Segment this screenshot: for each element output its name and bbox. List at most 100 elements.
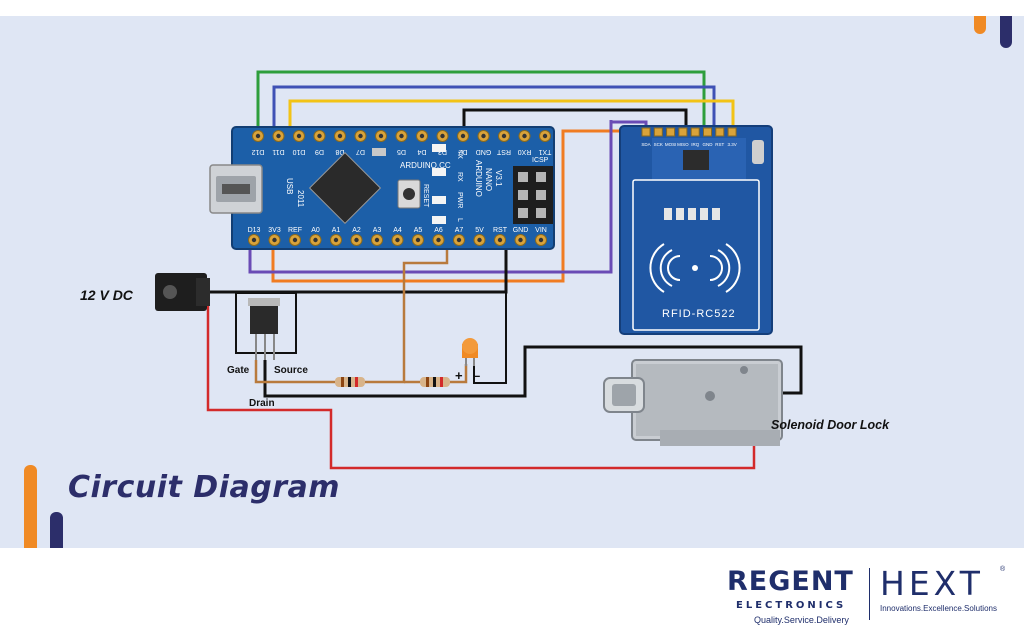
side-label-rx: RX: [456, 172, 463, 182]
reset-knob: [403, 188, 415, 200]
chip-text-1: ARDUINO.CC: [400, 161, 451, 170]
arduino-bottom-pin-label: A1: [332, 227, 341, 234]
rfid-label: RFID-RC522: [662, 308, 736, 320]
arduino-bottom-pin-hole: [436, 237, 441, 243]
side-label-pwr: PWR: [456, 192, 463, 208]
arduino-bottom-pin-label: A2: [352, 227, 361, 234]
source-label: Source: [274, 365, 308, 376]
rfid-pin-label: 3.3V: [727, 142, 736, 147]
status-led: [462, 338, 478, 366]
rfid-pin-pad: [690, 127, 700, 137]
diagram-title: Circuit Diagram: [68, 470, 341, 505]
led-tx: [432, 144, 446, 152]
led-rx: [432, 168, 446, 176]
arduino-bottom-pin-label: A3: [373, 227, 382, 234]
board-text-3: V3.1: [494, 170, 503, 187]
arduino-top-pin-hole: [358, 133, 363, 139]
icsp-label: ICSP: [532, 157, 549, 164]
wire-blue: [272, 85, 716, 138]
reset-label: RESET: [422, 184, 429, 208]
arduino-top-pin-label: D8: [335, 148, 344, 155]
led-pwr: [432, 196, 446, 204]
logo-separator: [869, 568, 870, 620]
arduino-bottom-pin-label: D13: [248, 227, 261, 234]
arduino-top-pin-hole: [317, 133, 322, 139]
arduino-bottom-pin-label: 3V3: [268, 227, 281, 234]
accent-bar-navy-left: [50, 512, 63, 548]
arduino-top-pin-hole: [378, 133, 384, 139]
rfid-pin-label: MISO: [677, 142, 689, 147]
arduino-bottom-pin-hole: [456, 237, 462, 243]
arduino-top-pin-label: RX0: [518, 148, 532, 155]
arduino-top-pin-label: D11: [272, 148, 284, 155]
arduino-top-pin-label: D10: [292, 148, 305, 155]
wire-black-gnd-top: [462, 108, 688, 136]
arduino-top-pin-hole: [337, 133, 343, 139]
hext-registered-mark: ®: [1000, 566, 1006, 573]
arduino-top-pin-hole: [419, 133, 425, 139]
regent-logo: REGENT: [727, 566, 854, 597]
rfid-pin-pad: [653, 127, 663, 137]
side-label-tx: TX: [456, 150, 463, 159]
arduino-bottom-pin-hole: [374, 237, 380, 243]
arduino-bottom-pin-label: VIN: [535, 227, 547, 234]
board-text-1: ARDUINO: [474, 160, 483, 197]
dc-jack: [155, 273, 210, 311]
arduino-top-pin-hole: [460, 133, 466, 139]
wire-purple-2: [248, 122, 613, 274]
wire-brown: [254, 240, 449, 384]
arduino-top-pin-hole: [255, 133, 261, 139]
arduino-bottom-pin-hole: [251, 237, 257, 243]
arduino-bottom-pin-label: A7: [455, 227, 464, 234]
chip-text-2: 2011: [296, 190, 305, 208]
arduino-bottom-pin-label: 5V: [475, 227, 484, 234]
arduino-top-pin-label: D5: [397, 148, 406, 155]
icsp-header: [513, 166, 553, 224]
arduino-bottom-pin-hole: [354, 237, 359, 243]
arduino-top-pin-label: D2: [458, 148, 467, 155]
wire-red: [206, 300, 756, 470]
arduino-bottom-pin-hole: [415, 237, 421, 243]
arduino-bottom-pin-label: A4: [393, 227, 402, 234]
arduino-top-pin-label: D12: [251, 148, 264, 155]
led-minus-label: –: [473, 368, 481, 383]
rfid-pin-pad: [727, 127, 737, 137]
arduino-top-pins: D12D11D10D9D8D7D6D5D4D3D2GNDRSTRX0TX1: [251, 130, 551, 155]
mosfet: [235, 292, 297, 360]
arduino-top-pin-hole: [522, 133, 527, 139]
arduino-top-pin-hole: [481, 133, 486, 139]
side-label-l: L: [456, 218, 463, 222]
arduino-bottom-pin-hole: [333, 237, 339, 243]
usb-connector: [209, 164, 263, 214]
arduino-top-pin-hole: [276, 133, 281, 139]
arduino-bottom-pin-hole: [292, 237, 298, 243]
arduino-top-pin-label: D4: [417, 148, 426, 155]
atmega-chip: [308, 151, 382, 225]
wire-black-source: [263, 345, 803, 398]
arduino-bottom-pin-hole: [538, 237, 544, 243]
arduino-top-pin-label: GND: [476, 148, 492, 155]
arduino-bottom-pin-hole: [395, 237, 400, 243]
arduino-top-pin-hole: [440, 133, 445, 139]
arduino-top-pin-hole: [399, 133, 404, 139]
resistor-1: [335, 377, 365, 387]
rfid-pin-label: SCK: [654, 142, 663, 147]
arduino-top-pin-hole: [501, 133, 507, 139]
board-text-2: NANO: [484, 168, 493, 191]
arduino-bottom-pin-label: A5: [414, 227, 423, 234]
arduino-top-pin-label: D7: [356, 148, 365, 155]
arduino-bottom-pin-label: RST: [493, 227, 508, 234]
arduino-top-pin-hole: [296, 133, 302, 139]
arduino-bottom-pin-hole: [497, 237, 503, 243]
solenoid-lock: [603, 359, 783, 446]
regent-division: ELECTRONICS: [736, 600, 847, 611]
arduino-top-pin-label: D9: [315, 148, 324, 155]
rfid-pin-pad: [715, 127, 725, 137]
resistor-2: [420, 377, 450, 387]
footer: [0, 548, 1024, 643]
accent-bar-orange-top: [974, 16, 986, 34]
arduino-bottom-pin-hole: [518, 237, 523, 243]
rfid-pin-label: SDA: [641, 142, 650, 147]
gate-label: Gate: [227, 365, 250, 376]
